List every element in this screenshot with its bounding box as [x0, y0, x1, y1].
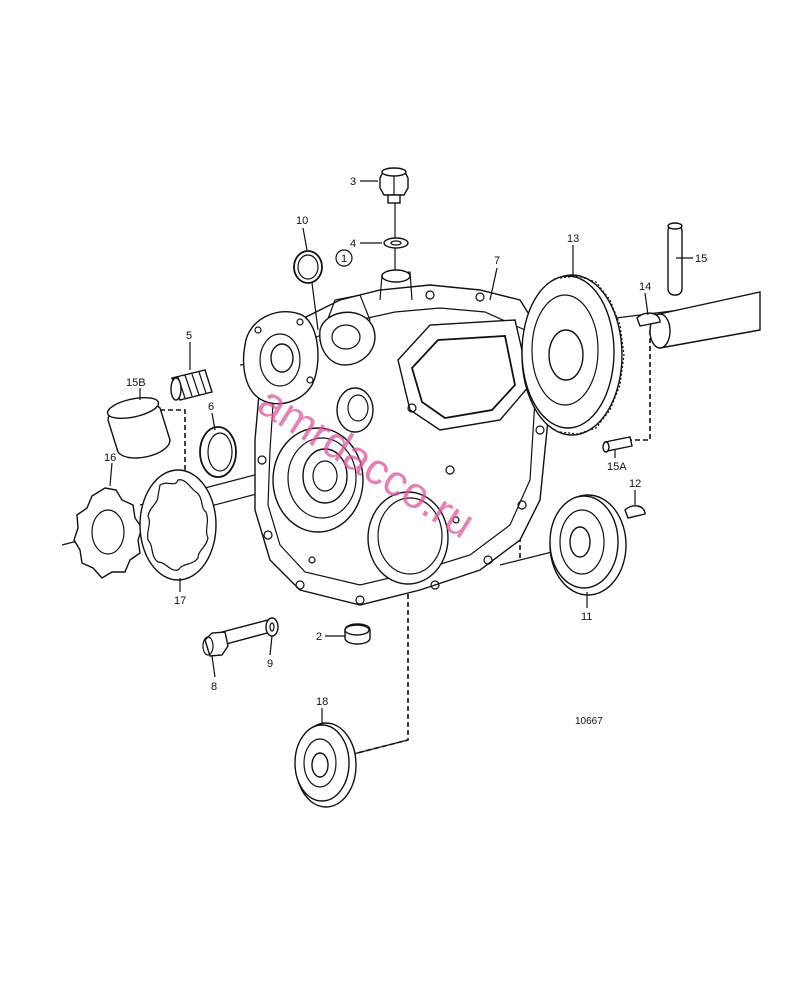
label-7: 7	[494, 255, 500, 267]
label-12: 12	[629, 478, 641, 490]
label-1-circle	[335, 249, 353, 267]
label-13: 13	[567, 233, 579, 245]
label-15: 15	[695, 253, 707, 265]
label-1: 1	[341, 253, 347, 265]
label-6: 6	[208, 401, 214, 413]
label-18: 18	[316, 696, 328, 708]
label-15a: 15A	[607, 461, 627, 473]
label-8: 8	[211, 681, 217, 693]
part-9-washer	[265, 617, 279, 637]
part-2-cup-plug	[344, 623, 371, 645]
part-12-key	[624, 505, 646, 519]
shaft-end	[649, 291, 761, 349]
part-5-nipple	[170, 369, 213, 401]
label-15b: 15B	[126, 377, 146, 389]
label-4: 4	[350, 238, 356, 250]
part-15b-bushing	[106, 396, 171, 459]
part-14-key	[636, 312, 661, 327]
part-15a-screw	[602, 436, 633, 453]
side-flange	[242, 310, 319, 405]
part-6-seal-ring	[199, 426, 237, 478]
timing-gear-housing	[254, 269, 549, 606]
part-4-washer	[383, 237, 409, 249]
part-15-pin	[667, 222, 683, 296]
label-3: 3	[350, 176, 356, 188]
figure-reference-number: 10667	[575, 716, 603, 727]
label-9: 9	[267, 658, 273, 670]
part-13-camshaft-gear	[521, 274, 625, 436]
part-16-inner-rotor	[73, 487, 143, 579]
part-18-idler-gear	[294, 722, 357, 808]
label-2: 2	[316, 631, 322, 643]
leader-lines	[109, 180, 693, 725]
label-16: 16	[104, 452, 116, 464]
label-11: 11	[581, 611, 592, 623]
label-10: 10	[296, 215, 308, 227]
part-11-crank-gear	[549, 494, 627, 596]
part-17-outer-rotor	[139, 469, 217, 581]
label-5: 5	[186, 330, 192, 342]
part-8-bolt	[202, 619, 272, 657]
label-14: 14	[639, 281, 651, 293]
part-labels: 3 4 10 1 7 13 14 15 5 15B 6 16 17 15A 12…	[104, 176, 707, 708]
part-10-o-ring	[293, 250, 323, 331]
part-3-plug-screw	[379, 167, 409, 204]
label-17: 17	[174, 595, 186, 607]
